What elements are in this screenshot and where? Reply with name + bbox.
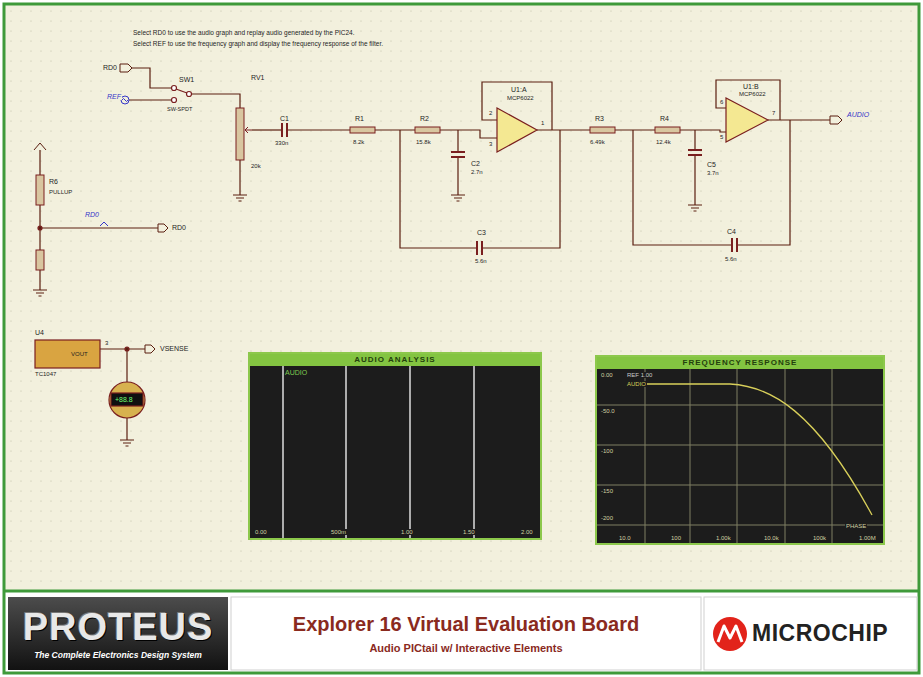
part-name: C4 [726, 228, 737, 235]
meter-reading: +88.8 [114, 396, 134, 403]
pin-number: 2 [488, 110, 493, 116]
brand-name: MICROCHIP [752, 620, 888, 646]
graph-panel: AUDIO ANALYSIS [248, 352, 542, 540]
part-name: C3 [476, 229, 487, 236]
pin-number: 5 [719, 134, 724, 140]
trace-label: AUDIO [626, 381, 647, 387]
part-name: R1 [354, 115, 365, 122]
axis-label: -150 [600, 488, 614, 494]
generator-symbols [100, 96, 129, 226]
part-name: C2 [470, 160, 481, 167]
note-text: Select RD0 to use the audio graph and re… [132, 30, 356, 37]
brand-name: PROTEUS [23, 606, 214, 650]
part-value: PULLUP [48, 189, 73, 195]
terminal-label: RD0 [102, 64, 118, 71]
part-value: 3.7n [706, 170, 720, 176]
terminals [34, 64, 842, 353]
axis-label: 1.00 [400, 529, 414, 535]
axis-label: 500m [330, 529, 347, 535]
logo-box: PROTEUSThe Complete Electronics Design S… [8, 597, 228, 670]
part-name: R2 [419, 115, 430, 122]
opamp-symbols [497, 98, 768, 152]
pin-number: 3 [104, 340, 109, 346]
pin-number: 6 [719, 99, 724, 105]
trace-label: REF 1.00 [626, 372, 653, 378]
part-value: 6.49k [589, 139, 606, 145]
graph-title: FREQUENCY RESPONSE [597, 357, 883, 369]
part-value: 330n [274, 140, 289, 146]
pin-number: 7 [771, 110, 776, 116]
part-value: SW-SPDT [166, 107, 193, 113]
axis-label: 100k [812, 535, 827, 541]
part-name: U1:B [742, 83, 760, 90]
axis-label: 0.00 [254, 529, 268, 535]
board-subtitle: Audio PICtail w/ Interactive Elements [369, 642, 562, 655]
part-value: 2.7n [470, 169, 484, 175]
axis-label: 10.0k [763, 535, 780, 541]
terminal-label: RD0 [171, 224, 187, 231]
part-name: RV1 [250, 74, 266, 81]
axis-label: 10.0 [618, 535, 632, 541]
part-name: U4 [34, 329, 45, 336]
generator-label: REF [106, 93, 122, 100]
part-name: R3 [594, 115, 605, 122]
part-value: 15.8k [415, 139, 432, 145]
resistor-symbols [36, 108, 680, 270]
pin-number: 1 [540, 120, 545, 126]
pin-name: VOUT [70, 351, 89, 357]
axis-label: 2.00 [520, 529, 534, 535]
part-value: 20k [250, 163, 262, 169]
part-value: 8.2k [352, 139, 365, 145]
title-box: Explorer 16 Virtual Evaluation BoardAudi… [231, 597, 701, 670]
part-name: SW1 [178, 76, 195, 83]
part-name: C1 [279, 115, 290, 122]
terminal-label: AUDIO [846, 111, 870, 118]
axis-label: -100 [600, 448, 614, 454]
axis-label: 100 [670, 535, 682, 541]
terminal-label: VSENSE [159, 345, 189, 352]
footer-panels [8, 597, 917, 670]
generator-label: RD0 [84, 211, 100, 218]
part-name: U1:A [510, 86, 528, 93]
note-text: Select REF to use the frequency graph an… [132, 41, 384, 48]
pin-number: 3 [488, 141, 493, 147]
graph-plots [250, 366, 883, 543]
axis-label: -50.0 [600, 408, 616, 414]
part-value: MCP6022 [738, 91, 767, 97]
part-value: 5.6n [474, 258, 488, 264]
sensor-and-voltmeter [35, 226, 145, 418]
axis-label: 0.00 [600, 372, 614, 378]
part-value: MCP6022 [506, 95, 535, 101]
axis-label: 1.50 [462, 529, 476, 535]
trace-label: AUDIO [284, 369, 308, 376]
axis-label: 1.00k [715, 535, 732, 541]
board-title: Explorer 16 Virtual Evaluation Board [293, 613, 639, 636]
switch-symbol [172, 86, 192, 103]
axis-label: 1.00M [858, 535, 877, 541]
graph-title: AUDIO ANALYSIS [250, 354, 540, 366]
part-name: R4 [659, 115, 670, 122]
axis-label: -200 [600, 515, 614, 521]
logo-box: MICROCHIP [704, 597, 917, 670]
part-value: 5.6n [724, 256, 738, 262]
trace-label: PHASE [845, 523, 867, 529]
brand-tagline: The Complete Electronics Design System [34, 651, 202, 661]
part-name: C5 [706, 161, 717, 168]
part-value: TC1047 [34, 371, 57, 377]
part-value: 12.4k [655, 139, 672, 145]
part-name: R6 [48, 178, 59, 185]
